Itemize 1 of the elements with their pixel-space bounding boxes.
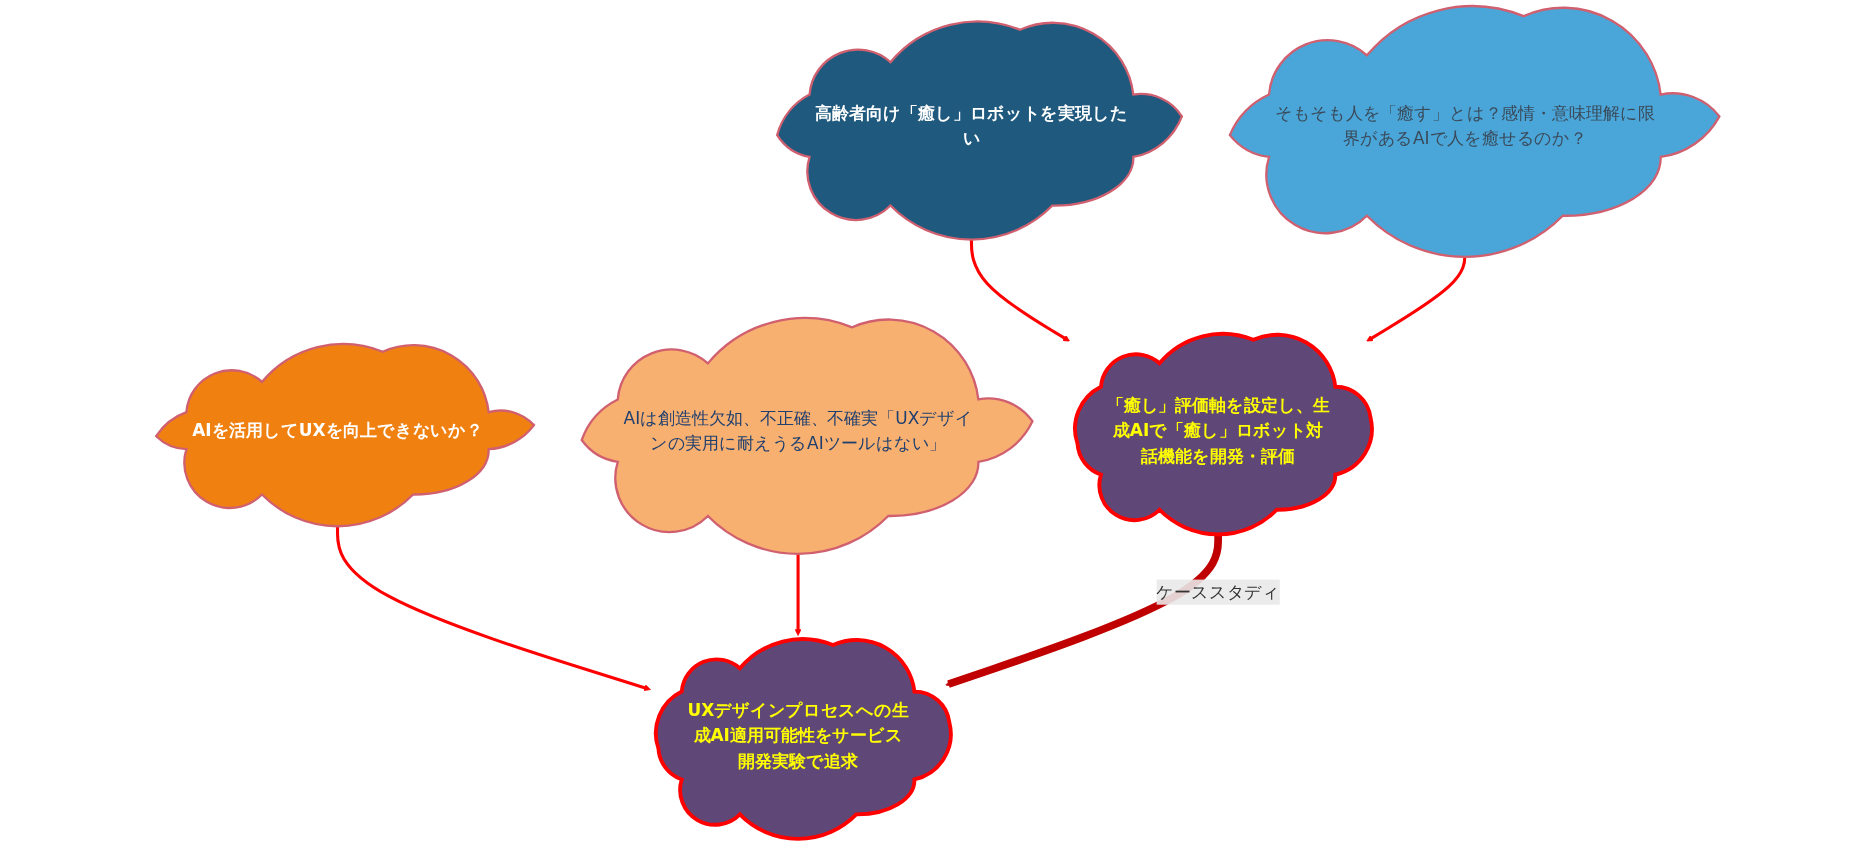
edge-label: ケーススタディ: [1156, 582, 1280, 602]
